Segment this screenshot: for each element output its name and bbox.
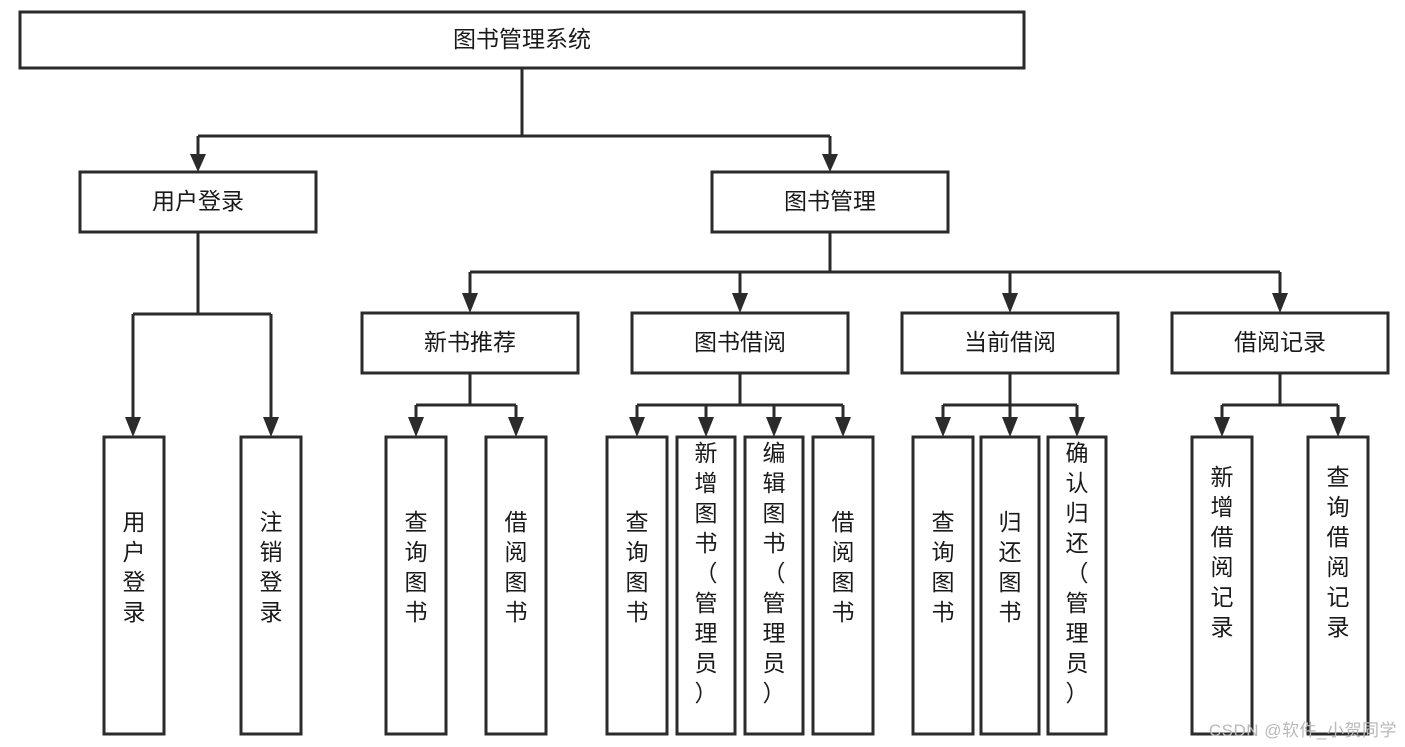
leaf-label-nbr-2: 借阅图书 — [505, 509, 528, 625]
leaf-node[interactable]: 借阅图书 — [484, 435, 548, 736]
leaf-box-user-login-2[interactable] — [239, 435, 303, 736]
leaf-label-bb-2: 新增图书（管理员） — [695, 440, 718, 706]
arrow-leaf-ul-1 — [125, 417, 141, 437]
node-current-borrow-label: 当前借阅 — [964, 329, 1056, 355]
arrow-l3-borrow-record — [1272, 293, 1288, 313]
leaf-label-br-1: 新增借阅记录 — [1211, 464, 1234, 640]
arrow-leaf-bb-3 — [766, 417, 782, 437]
leaf-box-nbr-1[interactable] — [384, 435, 448, 736]
node-book-borrow-label: 图书借阅 — [694, 329, 786, 355]
node-book-manage-box[interactable] — [710, 170, 950, 234]
arrow-leaf-bb-1 — [629, 417, 645, 437]
leaf-box-user-login-1[interactable] — [102, 435, 166, 736]
leaf-box-br-1[interactable] — [1190, 435, 1254, 736]
leaf-box-cb-1[interactable] — [911, 435, 975, 736]
node-user-login-label: 用户登录 — [152, 188, 244, 214]
connector-group — [125, 68, 1346, 437]
node-user-login-box[interactable] — [78, 170, 318, 234]
arrow-leaf-br-1 — [1214, 417, 1230, 437]
leaf-box-br-2[interactable] — [1306, 435, 1370, 736]
arrow-leaf-nbr-1 — [408, 417, 424, 437]
leaf-node[interactable]: 注销登录 — [239, 435, 303, 736]
leaf-label-cb-1: 查询图书 — [932, 509, 955, 625]
node-borrow-record[interactable]: 借阅记录 — [1170, 311, 1390, 375]
leaf-label-br-2: 查询借阅记录 — [1327, 464, 1350, 640]
leaf-label-cb-3: 确认归还（管理员） — [1066, 440, 1089, 706]
node-borrow-record-label: 借阅记录 — [1234, 329, 1326, 355]
leaf-node[interactable]: 确认归还（管理员） — [1046, 435, 1108, 736]
arrow-leaf-cb-1 — [935, 417, 951, 437]
arrow-leaf-cb-2 — [1002, 417, 1018, 437]
leaf-label-nbr-1: 查询图书 — [405, 509, 428, 625]
leaf-node[interactable]: 编辑图书（管理员） — [743, 435, 805, 736]
node-new-book-recommend-label: 新书推荐 — [424, 329, 516, 355]
leaf-node[interactable]: 归还图书 — [979, 435, 1041, 736]
leaf-label-user-login-2: 注销登录 — [260, 509, 283, 625]
leaf-box-bb-3[interactable] — [743, 435, 805, 736]
node-current-borrow-box[interactable] — [900, 311, 1120, 375]
leaf-node[interactable]: 查询图书 — [384, 435, 448, 736]
leaf-box-bb-2[interactable] — [675, 435, 737, 736]
arrow-l3-current-borrow — [1002, 293, 1018, 313]
leaf-label-user-login-1: 用户登录 — [123, 509, 146, 625]
node-borrow-record-box[interactable] — [1170, 311, 1390, 375]
node-book-borrow-box[interactable] — [630, 311, 850, 375]
leaf-box-bb-1[interactable] — [605, 435, 669, 736]
arrow-leaf-cb-3 — [1069, 417, 1085, 437]
node-root[interactable]: 图书管理系统 — [18, 10, 1026, 70]
node-current-borrow[interactable]: 当前借阅 — [900, 311, 1120, 375]
leaf-box-cb-3[interactable] — [1046, 435, 1108, 736]
leaf-label-bb-3: 编辑图书（管理员） — [763, 440, 786, 706]
leaf-node[interactable]: 新增借阅记录 — [1190, 435, 1254, 736]
leaf-node[interactable]: 查询图书 — [605, 435, 669, 736]
leaf-node[interactable]: 新增图书（管理员） — [675, 435, 737, 736]
node-root-label: 图书管理系统 — [453, 26, 591, 52]
leaf-box-cb-2[interactable] — [979, 435, 1041, 736]
arrow-leaf-bb-2 — [698, 417, 714, 437]
node-new-book-recommend[interactable]: 新书推荐 — [360, 311, 580, 375]
arrow-l3-book-borrow — [732, 293, 748, 313]
node-new-book-recommend-box[interactable] — [360, 311, 580, 375]
arrow-leaf-ul-2 — [263, 417, 279, 437]
leaf-node[interactable]: 查询借阅记录 — [1306, 435, 1370, 736]
leaf-node[interactable]: 借阅图书 — [811, 435, 875, 736]
arrow-user-login — [190, 154, 206, 172]
arrow-book-manage — [822, 154, 838, 172]
leaf-label-cb-2: 归还图书 — [999, 509, 1022, 625]
leaf-box-nbr-2[interactable] — [484, 435, 548, 736]
arrow-leaf-nbr-2 — [508, 417, 524, 437]
arrow-leaf-bb-4 — [835, 417, 851, 437]
leaf-box-bb-4[interactable] — [811, 435, 875, 736]
node-root-box[interactable] — [18, 10, 1026, 70]
leaf-node[interactable]: 查询图书 — [911, 435, 975, 736]
node-book-manage-label: 图书管理 — [784, 188, 876, 214]
leaf-label-bb-4: 借阅图书 — [832, 509, 855, 625]
node-user-login[interactable]: 用户登录 — [78, 170, 318, 234]
leaf-node[interactable]: 用户登录 — [102, 435, 166, 736]
node-book-manage[interactable]: 图书管理 — [710, 170, 950, 234]
arrow-l3-new-book — [462, 293, 478, 313]
leaf-label-bb-1: 查询图书 — [626, 509, 649, 625]
arrow-leaf-br-2 — [1330, 417, 1346, 437]
node-book-borrow[interactable]: 图书借阅 — [630, 311, 850, 375]
csdn-watermark: CSDN @软件_小贺同学 — [1208, 721, 1397, 740]
